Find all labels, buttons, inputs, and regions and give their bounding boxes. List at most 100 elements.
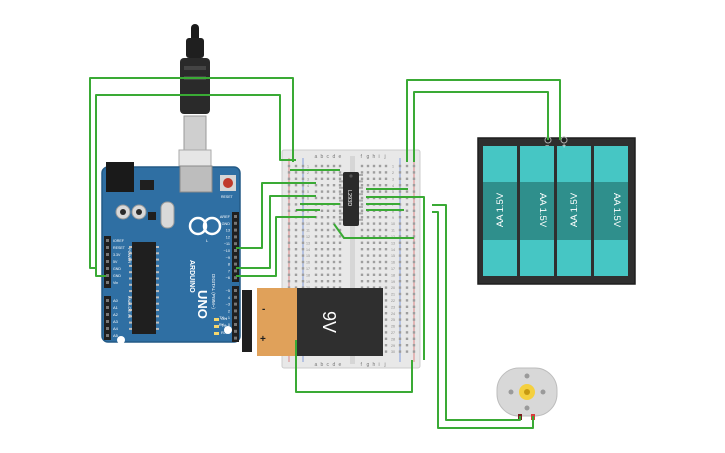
breadboard-hole[interactable]	[360, 177, 364, 180]
breadboard-hole[interactable]	[314, 228, 318, 232]
breadboard-hole[interactable]	[314, 280, 318, 283]
breadboard-hole[interactable]	[398, 228, 402, 232]
breadboard-hole[interactable]	[378, 280, 382, 283]
breadboard-hole[interactable]	[384, 260, 388, 264]
breadboard-hole[interactable]	[287, 254, 291, 257]
breadboard-hole[interactable]	[360, 171, 364, 174]
breadboard-hole[interactable]	[398, 273, 402, 276]
breadboard-hole[interactable]	[320, 171, 324, 174]
wire-gnd-to-rail[interactable]	[95, 94, 296, 277]
breadboard-hole[interactable]	[366, 184, 370, 187]
breadboard-hole[interactable]	[412, 305, 416, 308]
breadboard-hole[interactable]	[398, 324, 402, 328]
breadboard-hole[interactable]	[338, 235, 342, 238]
breadboard-hole[interactable]	[301, 164, 305, 168]
breadboard-hole[interactable]	[338, 273, 342, 276]
breadboard-hole[interactable]	[412, 344, 416, 347]
breadboard-hole[interactable]	[405, 216, 409, 219]
breadboard-hole[interactable]	[326, 171, 330, 174]
breadboard-hole[interactable]	[384, 216, 388, 219]
breadboard-hole[interactable]	[412, 280, 416, 283]
breadboard-hole[interactable]	[405, 248, 409, 251]
breadboard-hole[interactable]	[384, 190, 388, 193]
breadboard-hole[interactable]	[338, 228, 342, 232]
breadboard-hole[interactable]	[326, 254, 330, 257]
breadboard-hole[interactable]	[366, 216, 370, 219]
breadboard-hole[interactable]	[405, 344, 409, 347]
breadboard-hole[interactable]	[332, 177, 336, 180]
wire-motor-b[interactable]	[432, 211, 534, 429]
breadboard-hole[interactable]	[326, 209, 330, 212]
breadboard-hole[interactable]	[384, 267, 388, 270]
breadboard-hole[interactable]	[384, 324, 388, 328]
breadboard-hole[interactable]	[326, 248, 330, 251]
breadboard-hole[interactable]	[384, 350, 388, 353]
breadboard-hole[interactable]	[294, 267, 298, 270]
breadboard-hole[interactable]	[405, 273, 409, 276]
breadboard-hole[interactable]	[338, 222, 342, 225]
breadboard-hole[interactable]	[372, 164, 376, 168]
breadboard-hole[interactable]	[384, 337, 388, 340]
breadboard-hole[interactable]	[326, 280, 330, 283]
breadboard-hole[interactable]	[378, 228, 382, 232]
breadboard-hole[interactable]	[360, 209, 364, 212]
breadboard-hole[interactable]	[326, 260, 330, 264]
breadboard-hole[interactable]	[405, 222, 409, 225]
breadboard-hole[interactable]	[384, 344, 388, 347]
breadboard-hole[interactable]	[412, 228, 416, 232]
breadboard-hole[interactable]	[332, 254, 336, 257]
wire-motor-a[interactable]	[432, 204, 521, 421]
breadboard-hole[interactable]	[412, 286, 416, 289]
breadboard-hole[interactable]	[338, 260, 342, 264]
breadboard-hole[interactable]	[378, 267, 382, 270]
breadboard-hole[interactable]	[405, 184, 409, 187]
breadboard-hole[interactable]	[398, 331, 402, 334]
breadboard-hole[interactable]	[405, 350, 409, 353]
breadboard-hole[interactable]	[405, 299, 409, 302]
breadboard-hole[interactable]	[314, 248, 318, 251]
breadboard-hole[interactable]	[287, 171, 291, 174]
breadboard-hole[interactable]	[320, 184, 324, 187]
breadboard-hole[interactable]	[314, 235, 318, 238]
breadboard-hole[interactable]	[398, 235, 402, 238]
breadboard-hole[interactable]	[398, 184, 402, 187]
breadboard-hole[interactable]	[378, 241, 382, 244]
breadboard-hole[interactable]	[332, 273, 336, 276]
breadboard-hole[interactable]	[412, 318, 416, 321]
breadboard-hole[interactable]	[384, 280, 388, 283]
breadboard-hole[interactable]	[314, 184, 318, 187]
breadboard-hole[interactable]	[301, 254, 305, 257]
breadboard-hole[interactable]	[398, 299, 402, 302]
breadboard-hole[interactable]	[301, 260, 305, 264]
breadboard-hole[interactable]	[320, 164, 324, 168]
breadboard-hole[interactable]	[338, 286, 342, 289]
breadboard-hole[interactable]	[398, 267, 402, 270]
breadboard-hole[interactable]	[320, 280, 324, 283]
breadboard-hole[interactable]	[412, 267, 416, 270]
breadboard-hole[interactable]	[338, 196, 342, 200]
breadboard-hole[interactable]	[398, 171, 402, 174]
breadboard-hole[interactable]	[338, 280, 342, 283]
breadboard-hole[interactable]	[384, 312, 388, 315]
breadboard-hole[interactable]	[366, 222, 370, 225]
breadboard-hole[interactable]	[326, 241, 330, 244]
breadboard-hole[interactable]	[366, 260, 370, 264]
breadboard-hole[interactable]	[398, 344, 402, 347]
breadboard-hole[interactable]	[405, 235, 409, 238]
wire-5v-to-rail[interactable]	[89, 77, 294, 269]
breadboard-hole[interactable]	[314, 190, 318, 193]
breadboard-hole[interactable]	[320, 235, 324, 238]
breadboard-hole[interactable]	[378, 254, 382, 257]
breadboard-hole[interactable]	[301, 286, 305, 289]
breadboard-hole[interactable]	[301, 273, 305, 276]
breadboard-hole[interactable]	[398, 254, 402, 257]
breadboard-hole[interactable]	[338, 241, 342, 244]
breadboard-hole[interactable]	[384, 292, 388, 296]
breadboard-hole[interactable]	[412, 241, 416, 244]
breadboard-hole[interactable]	[366, 190, 370, 193]
breadboard-hole[interactable]	[398, 190, 402, 193]
breadboard-hole[interactable]	[332, 241, 336, 244]
wire-pin8[interactable]	[236, 216, 316, 277]
breadboard-hole[interactable]	[398, 292, 402, 296]
breadboard-hole[interactable]	[398, 177, 402, 180]
